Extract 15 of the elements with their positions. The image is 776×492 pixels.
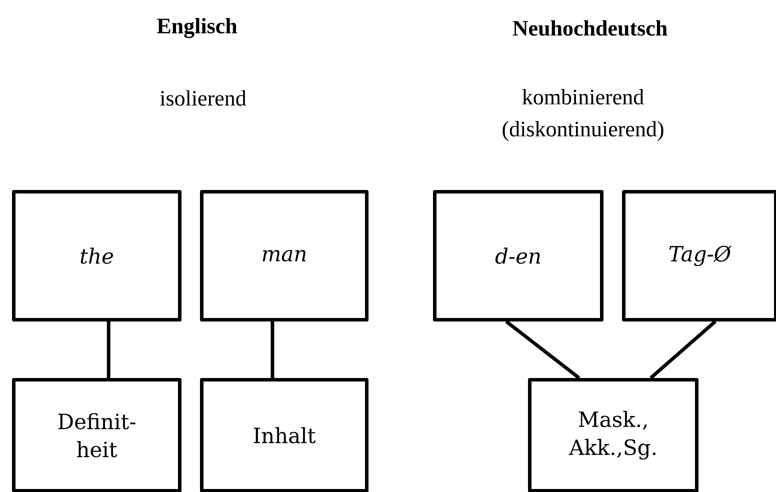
connector-line bbox=[505, 320, 580, 380]
type-label: isolierend bbox=[160, 90, 246, 106]
connector-line bbox=[106, 322, 110, 378]
text-box: Inhalt bbox=[200, 378, 368, 492]
text-box: Definit- heit bbox=[12, 378, 182, 492]
type-label: kombinierend (diskontinuierend) bbox=[502, 89, 664, 141]
connector-line bbox=[650, 320, 716, 380]
text-box: man bbox=[200, 190, 368, 322]
text-box: Mask., Akk.,Sg. bbox=[528, 378, 698, 492]
text-box: the bbox=[12, 190, 182, 322]
column-heading: Englisch bbox=[157, 18, 238, 38]
text-box: Tag-Ø bbox=[622, 190, 776, 322]
connector-line bbox=[270, 322, 274, 378]
column-heading: Neuhochdeutsch bbox=[512, 20, 668, 36]
text-box: d-en bbox=[433, 190, 604, 322]
